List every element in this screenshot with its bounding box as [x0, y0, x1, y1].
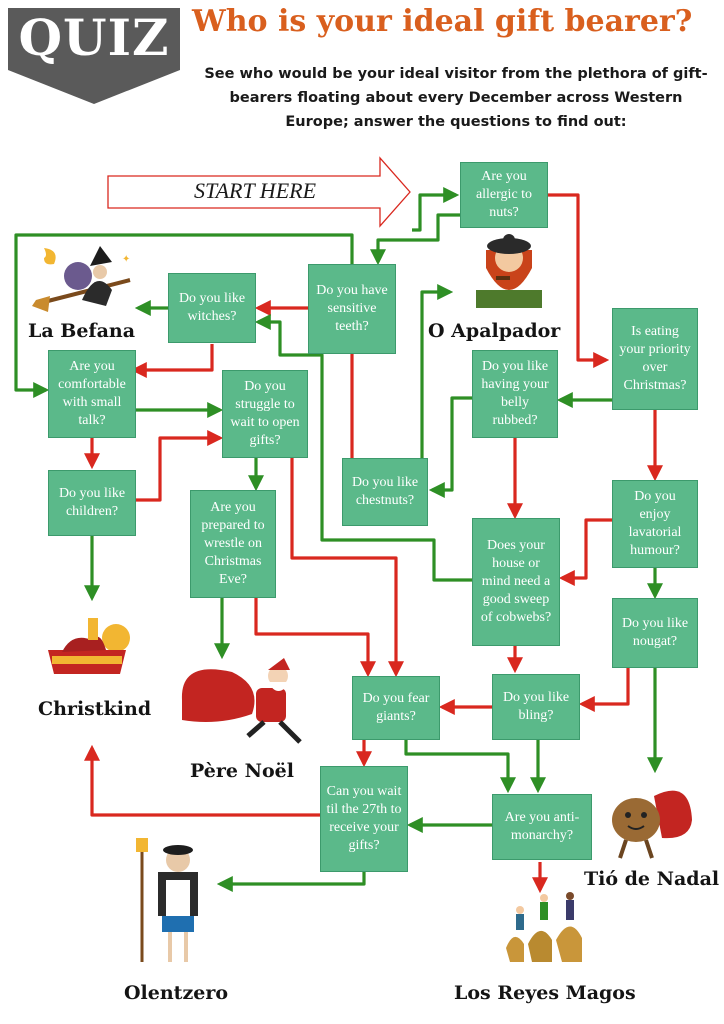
perenoel-illustration: [181, 658, 302, 744]
result-tio: Tió de Nadal: [584, 868, 720, 890]
tio-illustration: [612, 790, 692, 859]
question-priority[interactable]: Is eating your priority over Christmas?: [612, 308, 698, 410]
question-lavatorial[interactable]: Do you enjoy lavatorial humour?: [612, 480, 698, 568]
quiz-banner: [8, 8, 180, 104]
question-smalltalk[interactable]: Are you comfortable with small talk?: [48, 350, 136, 438]
quiz-banner-text: QUIZ: [18, 8, 170, 67]
page-title: Who is your ideal gift bearer?: [192, 4, 693, 39]
arrow-wait27-no-christkind: [84, 744, 320, 817]
arrow-wrestle-no-giants: [254, 598, 376, 678]
result-reyes: Los Reyes Magos: [454, 982, 636, 1004]
arrow-allergic-yes-teeth: [370, 213, 460, 266]
befana-illustration: ✦: [32, 246, 131, 312]
arrow-struggle-no-giants: [290, 458, 404, 678]
question-giants[interactable]: Do you fear giants?: [352, 676, 440, 740]
question-nougat[interactable]: Do you like nougat?: [612, 598, 698, 668]
question-children[interactable]: Do you like children?: [48, 470, 136, 536]
question-bling[interactable]: Do you like bling?: [492, 674, 580, 740]
start-here-label: START HERE: [193, 178, 317, 203]
start-arrow: [107, 156, 411, 228]
result-christkind: Christkind: [38, 698, 152, 720]
question-witches[interactable]: Do you like witches?: [168, 273, 256, 343]
christkind-illustration: [48, 618, 130, 674]
arrow-allergic-no-priority: [548, 193, 610, 368]
arrow-teeth-yes-smalltalk: [14, 233, 354, 398]
question-cobwebs[interactable]: Does your house or mind need a good swee…: [472, 518, 560, 646]
question-chestnuts[interactable]: Do you like chestnuts?: [342, 458, 428, 526]
apalpador-illustration: [476, 234, 542, 308]
question-allergic[interactable]: Are you allergic to nuts?: [460, 162, 548, 228]
arrow-lavatorial-no-cobwebs: [558, 518, 612, 586]
olentzero-illustration: [136, 838, 198, 962]
arrow-chestnuts-yes-apalpador: [420, 284, 454, 458]
reyes-illustration: [506, 892, 582, 962]
arrow-start-to-allergic: [412, 187, 460, 232]
arrow-giants-yes-monarchy: [404, 740, 516, 794]
arrow-wait27-yes-olentzero: [216, 872, 366, 892]
result-befana: La Befana: [28, 320, 136, 342]
question-wait27[interactable]: Can you wait til the 27th to receive you…: [320, 766, 408, 872]
question-struggle[interactable]: Do you struggle to wait to open gifts?: [222, 370, 308, 458]
result-perenoel: Père Noël: [190, 760, 294, 782]
page-subtitle: See who would be your ideal visitor from…: [204, 66, 708, 130]
result-olentzero: Olentzero: [124, 982, 229, 1004]
arrow-nougat-no-bling: [578, 668, 630, 712]
arrow-children-no-struggle: [136, 430, 224, 502]
arrow-cobwebs-yes-witches: [254, 314, 472, 582]
arrow-witches-no-smalltalk: [130, 344, 214, 378]
question-monarchy[interactable]: Are you anti-monarchy?: [492, 794, 592, 860]
question-belly[interactable]: Do you like having your belly rubbed?: [472, 350, 558, 438]
svg-text:✦: ✦: [122, 254, 130, 265]
question-wrestle[interactable]: Are you prepared to wrestle on Christmas…: [190, 490, 276, 598]
question-teeth[interactable]: Do you have sensitive teeth?: [308, 264, 396, 354]
arrow-belly-yes-chestnuts: [428, 396, 472, 498]
result-apalpador: O Apalpador: [428, 320, 561, 342]
